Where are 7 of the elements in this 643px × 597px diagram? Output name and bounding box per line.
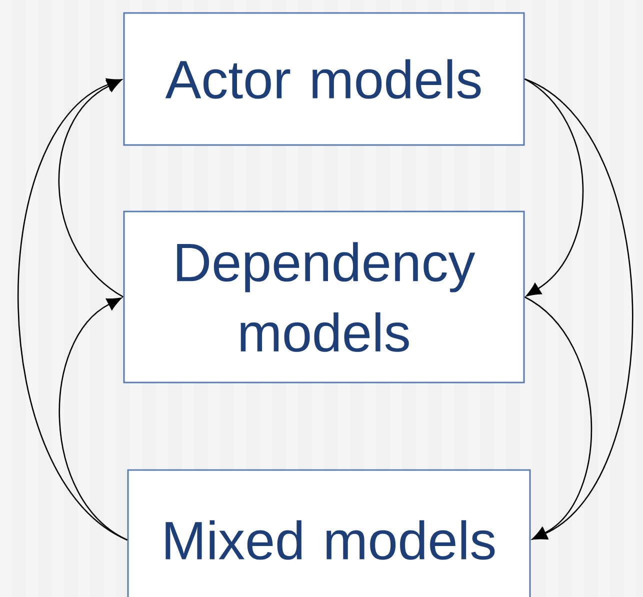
model-box: Actor models [123, 12, 525, 146]
arrow [18, 78, 128, 541]
arrow [58, 79, 124, 298]
arrow [524, 78, 584, 296]
model-box: Dependency models [123, 210, 525, 384]
arrow [524, 296, 592, 540]
model-box: Mixed models [127, 469, 531, 597]
